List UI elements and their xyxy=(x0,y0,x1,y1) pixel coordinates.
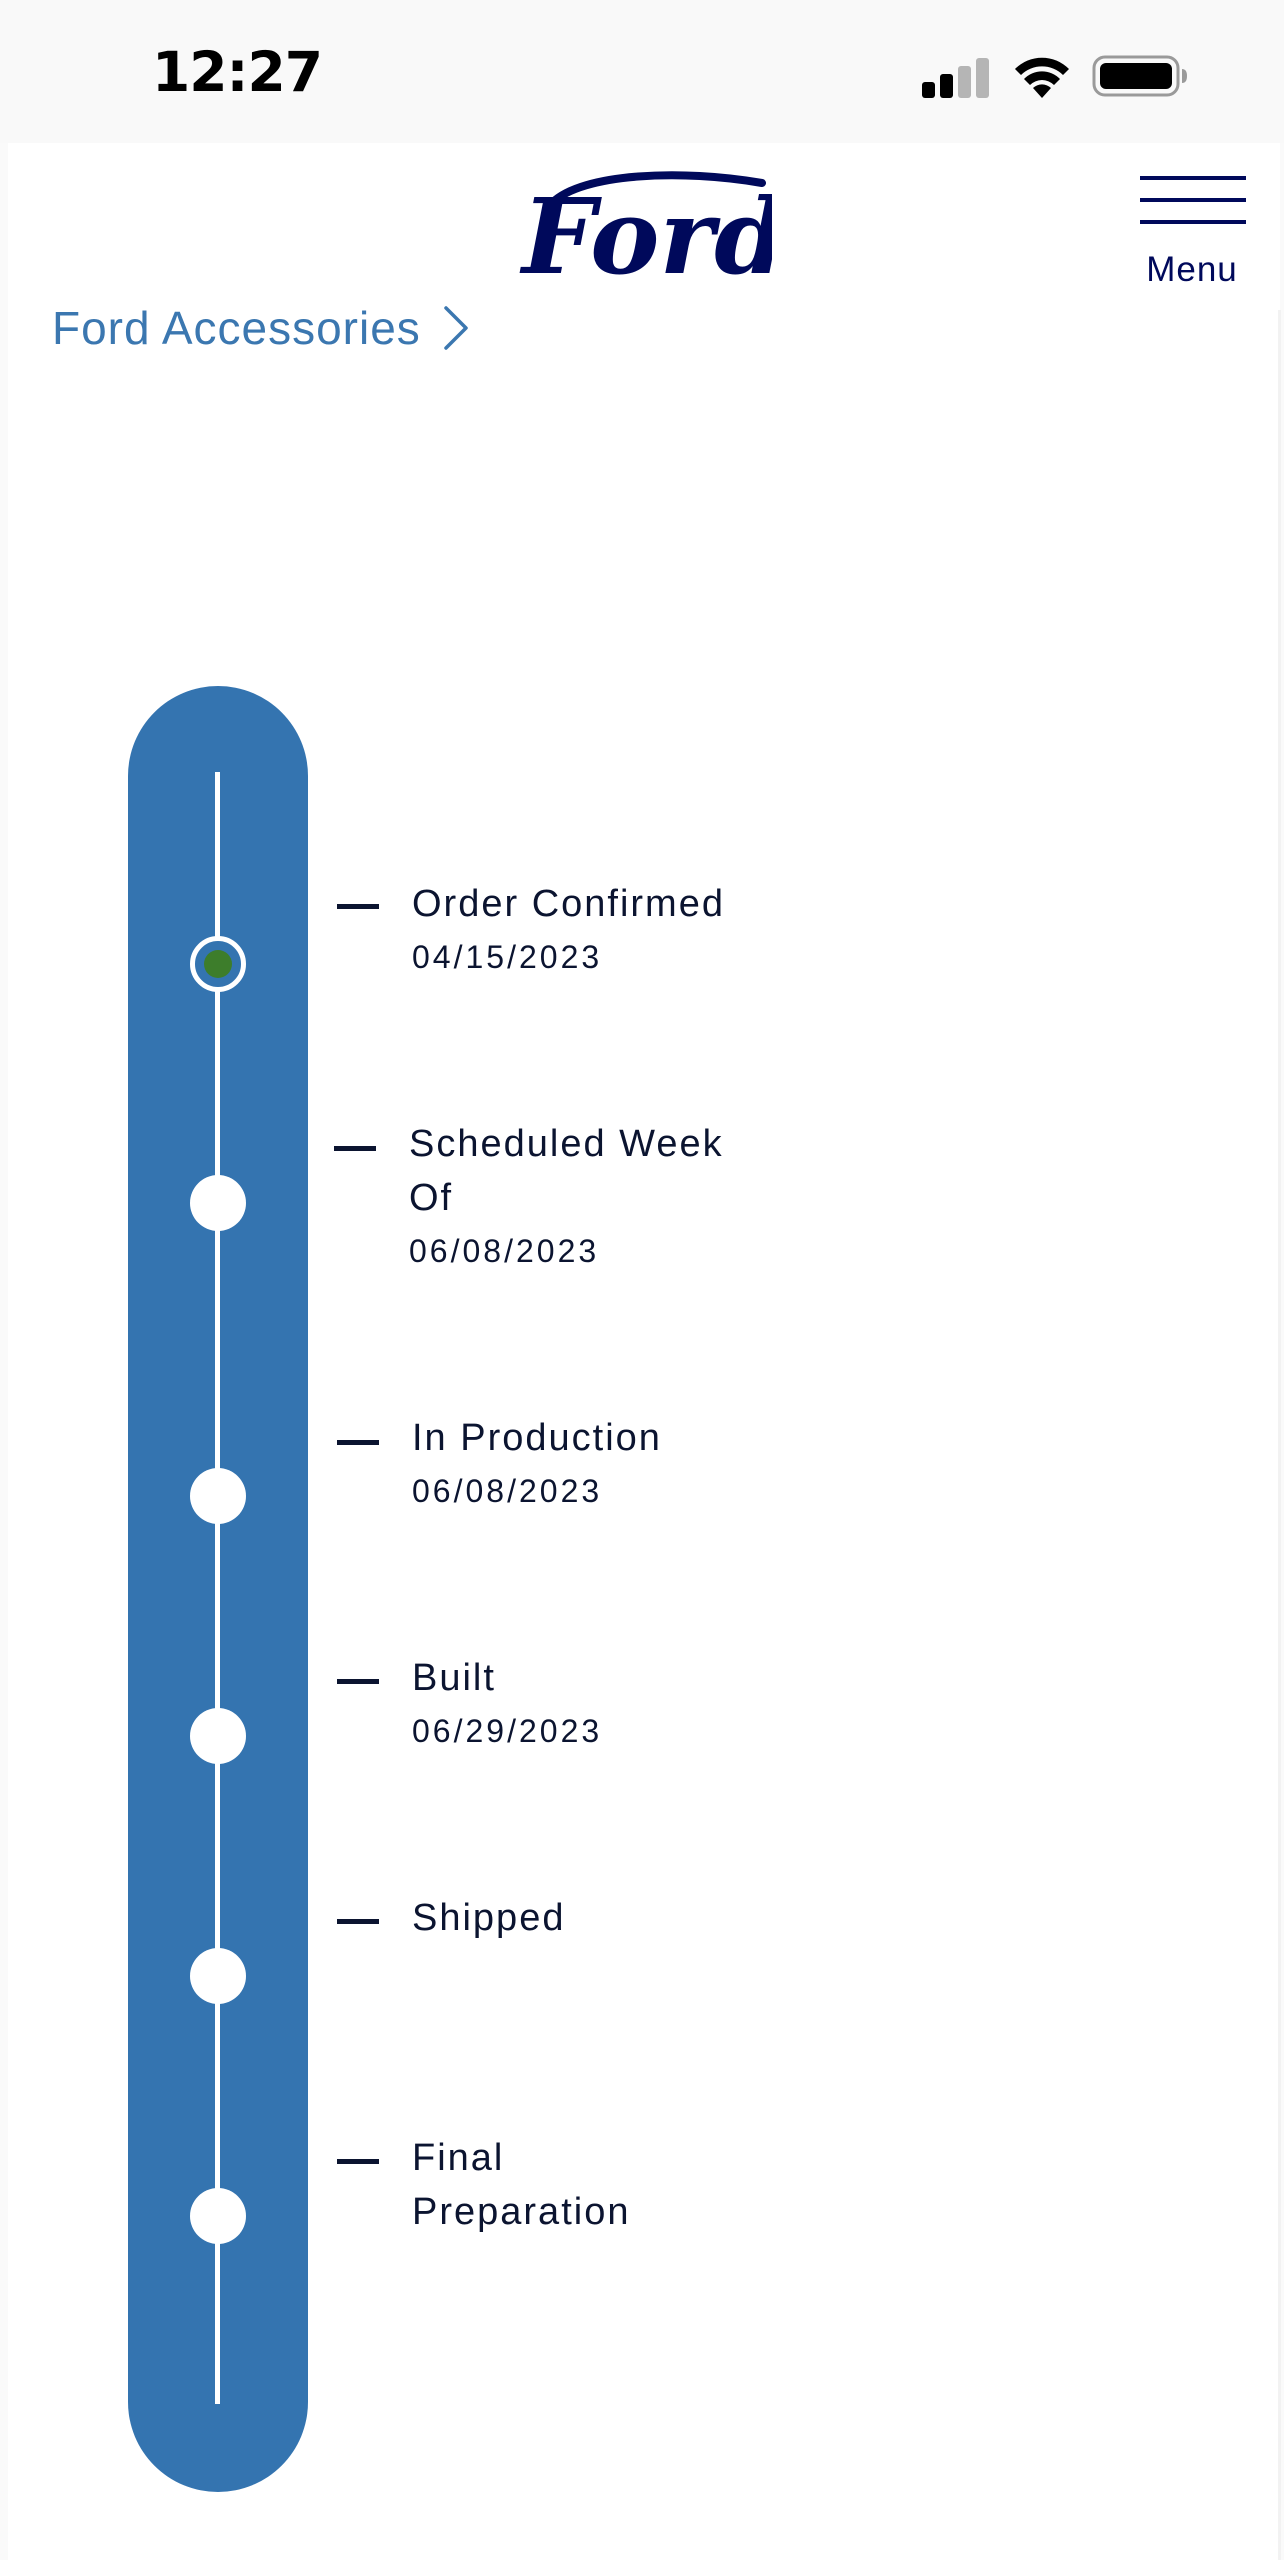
status-bar: 12:27 xyxy=(0,0,1284,143)
svg-text:Ford: Ford xyxy=(519,175,772,291)
menu-icon-line xyxy=(1140,220,1246,224)
timeline-node xyxy=(190,1708,246,1764)
menu-button[interactable]: Menu xyxy=(1130,170,1250,290)
menu-icon-line xyxy=(1140,176,1246,180)
step-title: Built xyxy=(412,1657,496,1699)
menu-label: Menu xyxy=(1146,250,1238,289)
step-date: 06/29/2023 xyxy=(412,1713,603,1749)
menu-icon-line xyxy=(1140,198,1246,202)
step-date: 06/08/2023 xyxy=(409,1233,600,1269)
timeline-node xyxy=(190,1175,246,1231)
step-dash xyxy=(337,2159,379,2164)
timeline-node xyxy=(190,1468,246,1524)
timeline-node xyxy=(190,1948,246,2004)
timeline-line xyxy=(215,772,220,2404)
ford-logo[interactable]: Ford xyxy=(512,163,772,291)
battery-icon xyxy=(1092,55,1187,97)
step-dash xyxy=(337,1919,379,1924)
step-date: 04/15/2023 xyxy=(412,939,603,975)
step-title: Order Confirmed xyxy=(412,883,725,925)
timeline-node-current xyxy=(190,936,246,992)
step-dash xyxy=(337,904,379,909)
status-time: 12:27 xyxy=(152,40,323,104)
wifi-icon xyxy=(1015,57,1069,98)
step-date: 06/08/2023 xyxy=(412,1473,603,1509)
chevron-right-icon xyxy=(444,306,468,350)
cellular-signal-icon xyxy=(922,56,990,98)
step-title: In Production xyxy=(412,1417,662,1459)
page-divider xyxy=(1278,310,1281,2560)
step-dash xyxy=(337,1440,379,1445)
step-title: Scheduled Week Of xyxy=(409,1123,724,1219)
timeline-node xyxy=(190,2188,246,2244)
breadcrumb-ford-accessories[interactable]: Ford Accessories xyxy=(52,298,471,358)
step-title: Final Preparation xyxy=(412,2137,631,2233)
step-dash xyxy=(334,1146,376,1151)
step-title: Shipped xyxy=(412,1897,566,1939)
breadcrumb-label: Ford Accessories xyxy=(52,302,421,354)
status-dot-green xyxy=(204,950,232,978)
step-dash xyxy=(337,1679,379,1684)
